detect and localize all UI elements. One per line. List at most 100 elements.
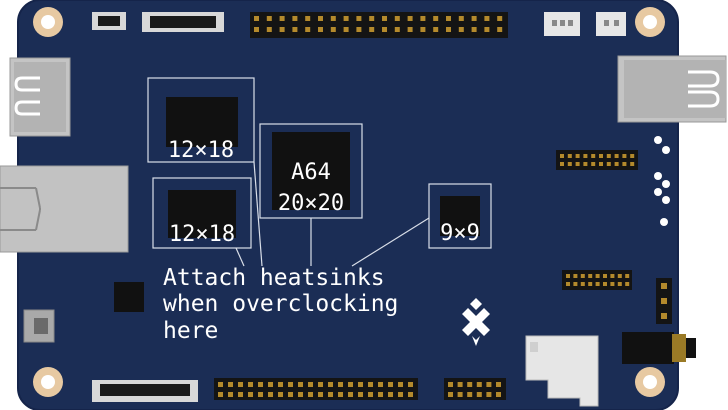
header-pin (394, 16, 400, 21)
pin-header-top (250, 12, 508, 38)
header-pin (603, 274, 607, 278)
header-pin (268, 392, 273, 397)
header-pin (258, 392, 263, 397)
header-pin (486, 392, 492, 397)
header-pin (343, 16, 349, 21)
header-pin (484, 27, 490, 32)
header-pin (457, 382, 463, 387)
header-pin (356, 16, 362, 21)
header-pin (467, 382, 473, 387)
ffc-connector-top-small (92, 12, 126, 30)
header-pin (218, 382, 223, 387)
header-pin (279, 16, 285, 21)
header-pin (318, 382, 323, 387)
header-pin (218, 392, 223, 397)
header-pin (497, 16, 503, 21)
usb-port-left (9, 57, 71, 137)
header-pin (588, 282, 593, 286)
header-pin (318, 27, 323, 32)
header-pin (595, 282, 600, 286)
pin-header-bottom-long (214, 378, 418, 400)
header-pin (279, 27, 285, 32)
header-pin (266, 16, 272, 21)
header-pin (606, 154, 611, 158)
header-pin (348, 382, 353, 387)
header-pin (476, 392, 482, 397)
header-pin (573, 282, 578, 286)
jst-connector-left (544, 12, 580, 36)
header-pin (591, 154, 596, 158)
pmic-chip-body (440, 196, 480, 236)
header-pin (446, 16, 451, 21)
header-pin (433, 27, 439, 32)
header-pin (630, 154, 635, 158)
header-pin (458, 16, 464, 21)
leader-line-ram-top (253, 161, 263, 267)
mounting-hole-top-left (33, 7, 63, 37)
header-pin (567, 154, 572, 158)
header-pin (348, 392, 353, 397)
header-pin (614, 154, 619, 158)
ram-chip-bottom: 12×18 (152, 177, 252, 249)
header-pin (575, 162, 580, 166)
ram-chip-bottom-body (168, 190, 236, 238)
header-pin (378, 392, 383, 397)
pin-header-bottom-short (444, 378, 506, 400)
soc-chip-name: A64 (291, 160, 331, 185)
header-pin (448, 382, 453, 387)
header-pin (622, 162, 627, 166)
header-pin (369, 16, 375, 21)
micro-usb-port (23, 309, 55, 343)
header-pin (591, 162, 596, 166)
header-pin (610, 274, 615, 278)
header-pin (614, 162, 619, 166)
header-pin (308, 392, 313, 397)
header-pin (467, 392, 473, 397)
header-pin (630, 162, 635, 166)
header-pin (625, 274, 630, 278)
annotation-line-3: here (163, 318, 218, 344)
header-pin (617, 282, 622, 286)
mounting-hole-top-right (635, 7, 665, 37)
header-pin (338, 392, 343, 397)
pmic-chip-outline (428, 183, 492, 249)
header-pin (420, 16, 426, 21)
header-pin (448, 392, 453, 397)
ethernet-port (0, 165, 129, 253)
header-pin (420, 27, 426, 32)
header-pin (595, 274, 600, 278)
header-pin (446, 27, 451, 32)
header-pin (268, 382, 273, 387)
header-pin (305, 16, 311, 21)
header-pin (588, 274, 593, 278)
pin-header-right-upper (556, 150, 638, 170)
mounting-hole-bottom-left (33, 367, 63, 397)
header-pin (382, 27, 387, 32)
header-pin (580, 282, 585, 286)
header-pin (343, 27, 349, 32)
header-pin (625, 282, 630, 286)
header-pin (254, 16, 259, 21)
header-pin (603, 282, 607, 286)
pmic-chip-label: 9×9 (440, 221, 480, 246)
leader-line-pmic (351, 217, 430, 267)
header-pin (398, 382, 403, 387)
ram-chip-top-outline (147, 77, 255, 163)
header-pin (368, 392, 373, 397)
audio-jack (622, 332, 696, 364)
ram-chip-bottom-label: 12×18 (169, 222, 235, 247)
header-pin (575, 154, 580, 158)
header-pin (566, 282, 570, 286)
header-pin (318, 16, 323, 21)
ram-chip-top: 12×18 (147, 77, 255, 163)
header-pin (248, 382, 253, 387)
header-pin (388, 382, 393, 387)
header-pin (484, 16, 490, 21)
header-pin (486, 382, 492, 387)
header-pin (298, 392, 303, 397)
header-pin (382, 16, 387, 21)
header-pin (560, 154, 564, 158)
header-pin (330, 16, 336, 21)
ram-chip-top-body (166, 97, 238, 147)
header-pin (388, 392, 393, 397)
